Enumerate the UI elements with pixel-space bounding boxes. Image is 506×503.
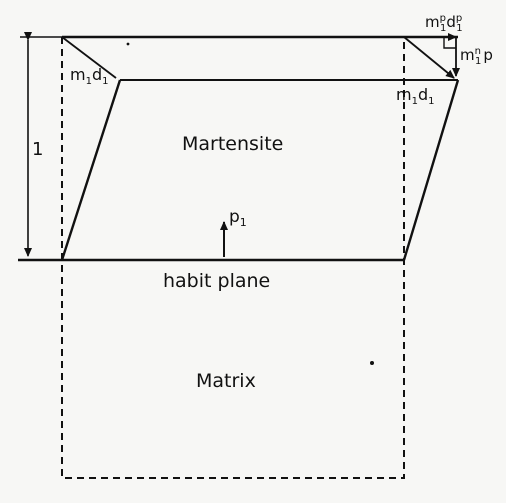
m1p-dsup: p — [456, 13, 462, 24]
m1d1-right-m: m — [396, 85, 412, 104]
m1d1-right-label: m1d1 — [396, 85, 435, 107]
right-angle-mark — [443, 37, 456, 49]
habit-plane-label: habit plane — [163, 270, 270, 292]
m1d1-left-d: d — [92, 65, 102, 84]
m1d1-left-m: m — [70, 65, 86, 84]
m1p-m: m — [425, 13, 440, 31]
speck-matrix — [370, 361, 374, 365]
m1n-p: p — [483, 46, 493, 64]
m1p-d: d — [446, 13, 456, 31]
m1d1-right-msub: 1 — [412, 96, 418, 107]
m1n-msup: n — [475, 46, 481, 57]
m1d1-left-msub: 1 — [86, 76, 92, 87]
m1d1-left-dsub: 1 — [102, 76, 108, 87]
m1p-msub: 1 — [440, 23, 446, 34]
m1d1-right-vector — [403, 36, 455, 79]
speck-top — [126, 42, 130, 46]
m1d1-right-d: d — [418, 85, 428, 104]
right-sheared-edge — [402, 79, 460, 261]
left-sheared-edge — [60, 79, 122, 261]
p1-sub: 1 — [240, 216, 247, 229]
unit-height-label: 1 — [32, 139, 43, 160]
m1p-msup: p — [440, 13, 446, 24]
m1d1-right-dsub: 1 — [428, 96, 434, 107]
p1-label: p1 — [229, 207, 247, 229]
martensite-label: Martensite — [182, 133, 283, 155]
m1d1-left-label: m1d1 — [70, 65, 109, 87]
m1n-m: m — [460, 46, 475, 64]
m1p-dsub: 1 — [456, 23, 462, 34]
m1d1-left-vector — [61, 36, 117, 79]
p1-base: p — [229, 207, 240, 227]
m1n-msub: 1 — [475, 56, 481, 67]
matrix-label: Matrix — [196, 370, 256, 392]
